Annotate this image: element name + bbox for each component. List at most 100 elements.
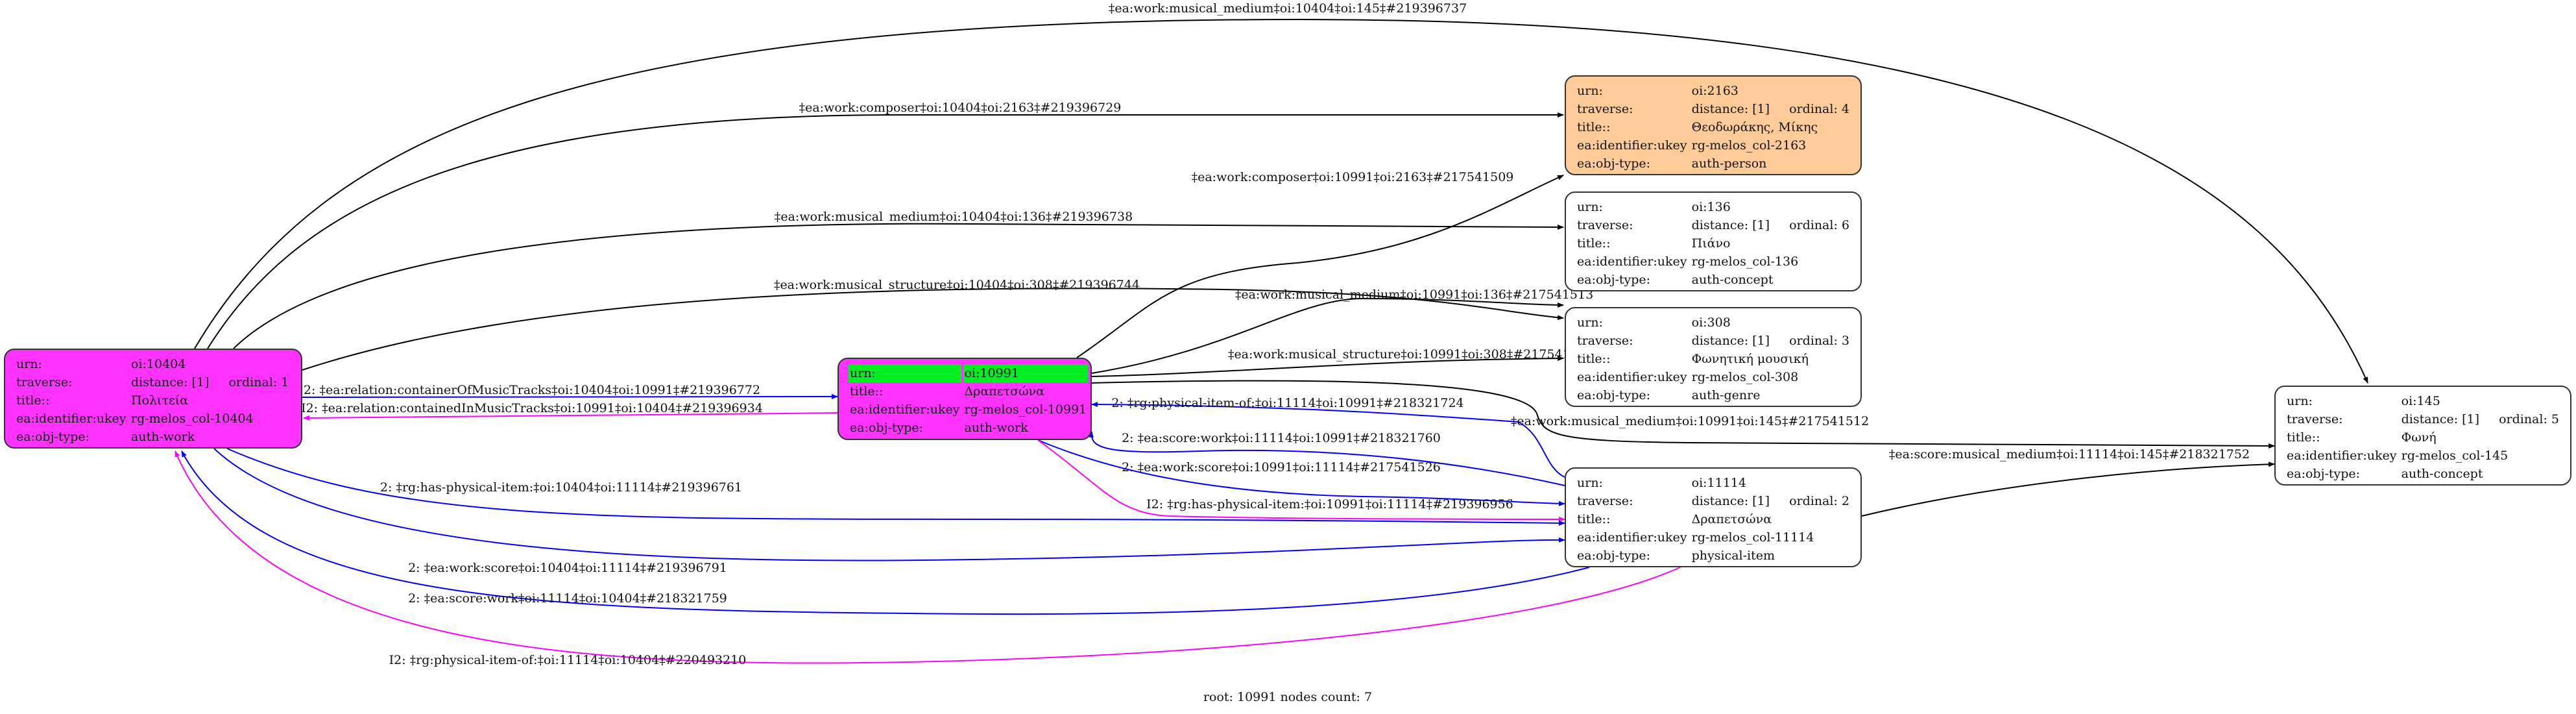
attribute-value: distance: [1]ordinal: 4 [1691,100,1851,118]
ordinal-value: ordinal: 6 [1789,218,1849,232]
edge-label: I2: ‡rg:physical-item-of:‡oi:11114‡oi:10… [389,653,747,667]
edge-label: ‡ea:work:musical_structure‡oi:10404‡oi:3… [774,278,1140,292]
attribute-value: Φωνή [2400,428,2560,447]
node-attribute-row: ea:obj-type:auth-work [849,419,1088,437]
attribute-key: ea:obj-type: [1577,156,1651,171]
attribute-value: distance: [1] ordinal: 2 [1691,492,1851,510]
ordinal-value: ordinal: 2 [1789,494,1849,508]
node-attribute-row: ea:identifier:ukey rg-melos_col-136 [1576,252,1851,271]
attribute-key: ea:obj-type: [1577,548,1651,563]
node-attribute-row: urn:oi:308 [1576,314,1851,332]
ordinal-value: ordinal: 5 [2499,412,2559,426]
attribute-value-text: rg-melos_col-11114 [1691,530,1814,545]
node-attribute-row: traverse:distance: [1]ordinal: 4 [1576,100,1851,118]
attribute-value: Πολιτεία [130,391,290,410]
attribute-value-text: Θεοδωράκης, Μίκης [1691,120,1818,134]
attribute-key: title:: [16,393,50,408]
edge-label: I2: ‡ea:relation:containedInMusicTracks‡… [301,401,763,415]
attribute-value-text: Δραπετσώνα [1691,512,1772,526]
edge-labels-layer: ‡ea:work:musical_medium‡oi:10404‡oi:145‡… [301,1,2250,667]
ordinal-value: ordinal: 4 [1789,102,1849,116]
edge-n10404-to-n11114 [213,448,1565,561]
edge-label: ‡ea:work:musical_medium‡oi:10404‡oi:145‡… [1109,1,1467,16]
attribute-value-text: rg-melos_col-10991 [964,402,1087,417]
attribute-value: auth-concept [2400,465,2560,483]
node-attribute-row: title::Θεοδωράκης, Μίκης [1576,118,1851,136]
attribute-value: rg-melos_col-145 [2400,447,2560,465]
attribute-value-text: distance: [1] [2401,412,2480,426]
node-attribute-row: traverse: distance: [1] ordinal: 5 [2285,410,2560,428]
node-attribute-row: title::Φωνή [2285,428,2560,447]
attribute-value: Φωνητική μουσική [1691,350,1851,368]
node-308[interactable]: urn:oi:308 traverse: distance: [1]ordinal:… [1565,307,1862,407]
attribute-key: ea:identifier:ukey [850,402,960,417]
attribute-key: urn: [1577,84,1603,98]
attribute-value-text: rg-melos_col-2163 [1691,138,1807,153]
edge-label: ‡ea:work:musical_medium‡oi:10991‡oi:145‡… [1511,414,1869,428]
node-attribute-row: ea:identifier:ukey rg-melos_col-10991 [849,400,1088,419]
attribute-value-text: rg-melos_col-10404 [131,412,254,426]
attribute-key: traverse: [1577,494,1633,508]
attribute-value: Θεοδωράκης, Μίκης [1691,118,1851,136]
edge-n11114-to-n10404 [175,450,1681,664]
attribute-key: traverse: [1577,334,1633,348]
edge-n11114-to-n10404 [181,450,1590,615]
attribute-value-text: auth-work [964,421,1028,435]
edge-n11114-to-n10991 [1091,402,1565,478]
attribute-key: urn: [1577,476,1603,490]
node-attribute-row: title::Φωνητική μουσική [1576,350,1851,368]
edge-label: ‡ea:score:musical_medium‡oi:11114‡oi:145… [1889,447,2250,462]
attribute-value-text: auth-person [1691,156,1767,171]
edges-layer [175,18,2368,664]
edge-n10991-to-n11114 [1037,439,1565,506]
edge-label: I2: ‡rg:has-physical-item:‡oi:10991‡oi:1… [1146,497,1513,511]
edge-label: 2: ‡ea:score:work‡oi:11114‡oi:10404‡#218… [408,591,727,606]
attribute-key: ea:identifier:ukey [1577,370,1687,384]
attribute-value: auth-genre [1691,386,1851,404]
attribute-value-text: Πολιτεία [131,393,189,408]
node-attribute-row: title::Δραπετσώνα [1576,510,1851,528]
attribute-value: oi:308 [1691,314,1851,332]
edge-label: 2: ‡ea:work:score‡oi:10404‡oi:11114‡#219… [408,561,727,575]
attribute-key: title:: [850,384,884,399]
attribute-value: physical-item [1691,547,1851,565]
attribute-key: traverse: [2287,412,2343,426]
ordinal-value: ordinal: 1 [228,375,289,389]
edge-n10404-to-n308 [302,288,1564,371]
node-attribute-row: urn:oi:2163 [1576,82,1851,100]
node-attribute-row: traverse: distance: [1]ordinal: 3 [1576,332,1851,350]
attribute-value-text: oi:10404 [131,357,186,371]
edge-n10404-to-n2163 [207,112,1564,349]
node-attribute-row: ea:obj-type: physical-item [1576,547,1851,565]
edge-n10991-to-n2163 [1076,175,1564,358]
attribute-value-text: distance: [1] [1691,494,1770,508]
node-attribute-row: ea:obj-type: auth-person [1576,154,1851,173]
attribute-value: auth-work [130,428,290,446]
attribute-value: Δραπετσώνα [963,382,1089,400]
attribute-value: oi:145 [2400,392,2560,410]
attribute-key: ea:obj-type: [2287,467,2361,481]
attribute-value-text: oi:136 [1691,200,1731,214]
attribute-key: ea:identifier:ukey [1577,254,1687,269]
edge-n10991-to-n308 [1091,356,1564,377]
attribute-value-text: rg-melos_col-136 [1691,254,1799,269]
attribute-key: traverse: [16,375,73,389]
attribute-value: rg-melos_col-136 [1691,252,1851,271]
attribute-value-text: auth-genre [1691,388,1761,402]
node-attribute-row: urn:oi:136 [1576,198,1851,216]
node-attribute-row: title::Δραπετσώνα [849,382,1088,400]
attribute-value: distance: [1]ordinal: 3 [1691,332,1851,350]
attribute-value: rg-melos_col-308 [1691,368,1851,386]
attribute-value: oi:136 [1691,198,1851,216]
node-attribute-row: urn:oi:10404 [15,355,290,373]
